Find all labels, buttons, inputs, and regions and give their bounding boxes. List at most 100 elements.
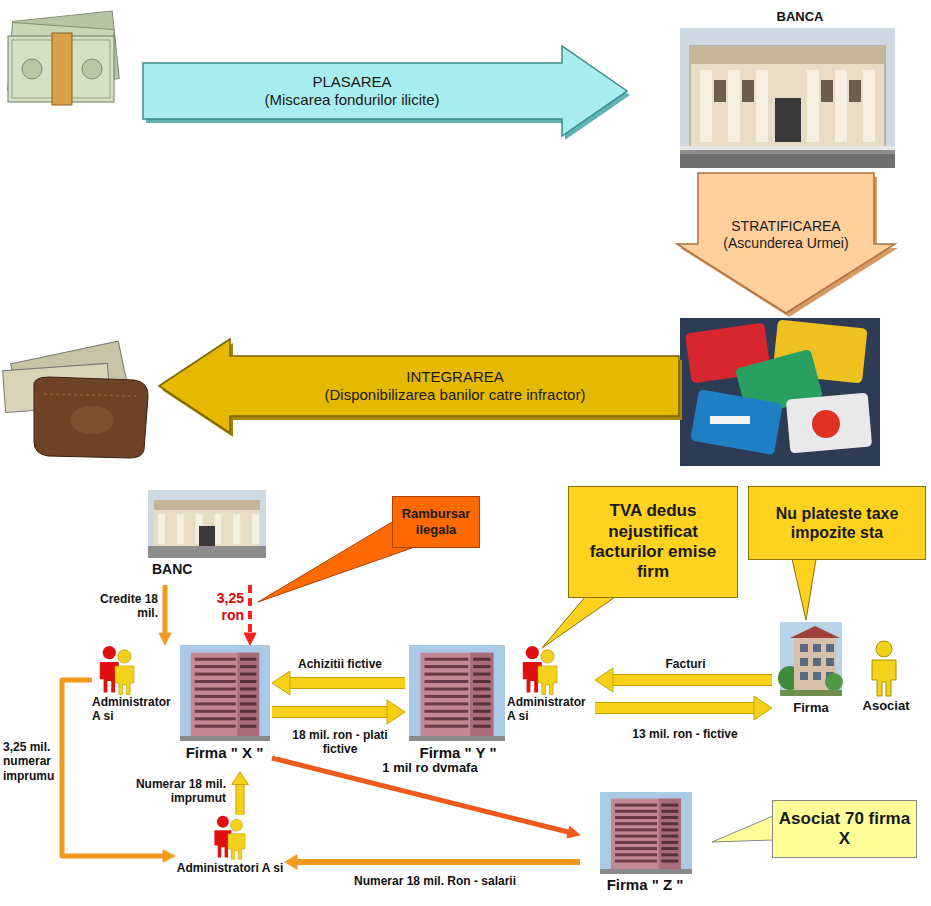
node-picture-part xyxy=(615,816,657,819)
node-picture-part xyxy=(421,653,494,738)
text-area: Rambursar ilegala xyxy=(397,501,475,543)
node-picture-part xyxy=(473,717,491,720)
edge-label: Numerar 18 mil. imprumut xyxy=(128,777,226,806)
node-picture-part xyxy=(148,490,266,558)
node-picture-part xyxy=(826,644,834,652)
node-picture-part xyxy=(425,695,469,698)
node-picture-part-part xyxy=(115,666,134,695)
bank-illustration-part xyxy=(680,154,895,168)
text-slot: Firma " X " xyxy=(177,744,272,762)
node-picture-part-part xyxy=(103,646,116,659)
arrowhead xyxy=(595,668,613,692)
connector-line xyxy=(248,585,252,635)
node-picture-part xyxy=(659,799,681,871)
edge-label: Credite 18 mil. xyxy=(88,592,158,621)
node-picture-part xyxy=(195,658,236,661)
node-label: Administrator A si xyxy=(507,695,595,724)
node-picture-part-part xyxy=(231,819,243,831)
node-picture-part xyxy=(661,841,678,844)
stage-arrow: INTEGRAREA(Disponibilizarea banilor catr… xyxy=(158,338,680,434)
connector xyxy=(159,585,171,645)
cards-illustration-part xyxy=(710,416,750,424)
node-picture-part xyxy=(661,828,678,831)
node-picture-part xyxy=(195,680,236,683)
connector-line xyxy=(287,678,405,688)
node-picture-part xyxy=(158,514,165,544)
node-picture-part xyxy=(191,653,259,738)
arrow-body xyxy=(143,46,627,136)
connector-line xyxy=(237,783,244,815)
node-picture-part xyxy=(826,658,834,666)
cards-illustration-part xyxy=(690,389,783,455)
node-picture-part xyxy=(240,688,256,691)
node-picture-part xyxy=(615,810,657,813)
text-area: PLASAREA(Miscarea fondurilor ilicite) xyxy=(142,63,562,119)
node-picture-part xyxy=(615,847,657,850)
node-picture-part xyxy=(615,853,657,856)
connector xyxy=(595,668,772,692)
person-illustration-part xyxy=(876,641,892,657)
connector xyxy=(244,585,256,645)
node-picture-part xyxy=(425,717,469,720)
node-picture-part xyxy=(195,665,236,668)
node-picture-part xyxy=(611,799,681,871)
node-picture-part-part xyxy=(228,834,245,860)
node-picture-part xyxy=(240,673,256,676)
node-picture-part xyxy=(252,514,259,544)
callout-text: Rambursar ilegala xyxy=(397,506,475,537)
node-picture-part xyxy=(195,702,236,705)
stage-arrow: STRATIFICAREA(Ascunderea Urmei) xyxy=(676,172,896,314)
node-picture-part xyxy=(409,645,505,741)
edge-label-slot: 13 mil. ron - fictive xyxy=(605,724,765,742)
stage-label: (Disponibilizarea banilor catre infracto… xyxy=(230,386,680,404)
bank-illustration-part xyxy=(728,70,740,142)
node-label: Firma " Z " xyxy=(580,876,710,894)
bank-illustration-part xyxy=(680,146,895,168)
connector-line xyxy=(163,585,168,635)
edge-label: 1 mil ro dvmafa xyxy=(382,760,477,776)
node-picture-part xyxy=(813,644,821,652)
edge-label-slot: Numerar 18 mil. imprumut xyxy=(128,777,226,806)
money-illustration xyxy=(8,11,120,105)
edge-label-slot: 18 mil. ron - plati fictive xyxy=(275,728,405,757)
label-slot: Asociat xyxy=(852,698,920,714)
arrowhead xyxy=(754,696,772,720)
stage-label: (Miscarea fondurilor ilicite) xyxy=(142,91,562,109)
node-picture-part xyxy=(425,710,469,713)
money-illustration-part xyxy=(22,59,42,79)
node-picture-part xyxy=(425,688,469,691)
node-picture-part xyxy=(240,717,256,720)
edge-label-slot: 3,25 mil. numerar imprumu xyxy=(3,740,58,784)
bank-illustration-part xyxy=(756,70,768,142)
connector-line xyxy=(272,707,390,717)
node-picture-part-part xyxy=(118,650,131,663)
bank-illustration-part xyxy=(835,70,847,142)
text-slot: Firma xyxy=(772,700,850,716)
text-area: TVA dedus nejustificat facturilor emise … xyxy=(575,493,731,591)
bank-illustration-part xyxy=(742,80,754,102)
company-node: Administrator A si Firma " X " xyxy=(92,645,272,772)
callout-text: Asociat 70 firma X xyxy=(778,809,911,850)
arrowhead xyxy=(285,855,297,869)
connector-outline xyxy=(287,677,405,689)
company-node: Firma xyxy=(772,622,850,722)
bank-illustration-part xyxy=(714,80,726,102)
connector-outline xyxy=(272,706,390,718)
cards-illustration xyxy=(680,318,880,466)
wallet-illustration-part xyxy=(34,377,148,458)
bank-illustration-part xyxy=(775,98,801,142)
node-picture-part xyxy=(180,736,270,741)
node-picture-part xyxy=(195,673,236,676)
node-picture-part xyxy=(214,816,245,859)
bank-illustration-part xyxy=(690,46,885,64)
edge-label: 13 mil. ron - fictive xyxy=(632,727,737,741)
edge-label: 3,25 mil. numerar imprumu xyxy=(3,740,58,783)
callout-box: TVA dedus nejustificat facturilor emise … xyxy=(568,486,738,598)
text-area: Nu plateste taxe impozite sta xyxy=(754,492,920,554)
bank-illustration-part xyxy=(700,70,712,142)
node-label: Administrator A si xyxy=(92,695,178,724)
stage-label: (Ascunderea Urmei) xyxy=(698,235,874,252)
node-picture-part xyxy=(154,500,260,548)
edge-label: Facturi xyxy=(665,657,705,671)
company-node: Administrator A siFirma " Y " xyxy=(405,645,595,772)
